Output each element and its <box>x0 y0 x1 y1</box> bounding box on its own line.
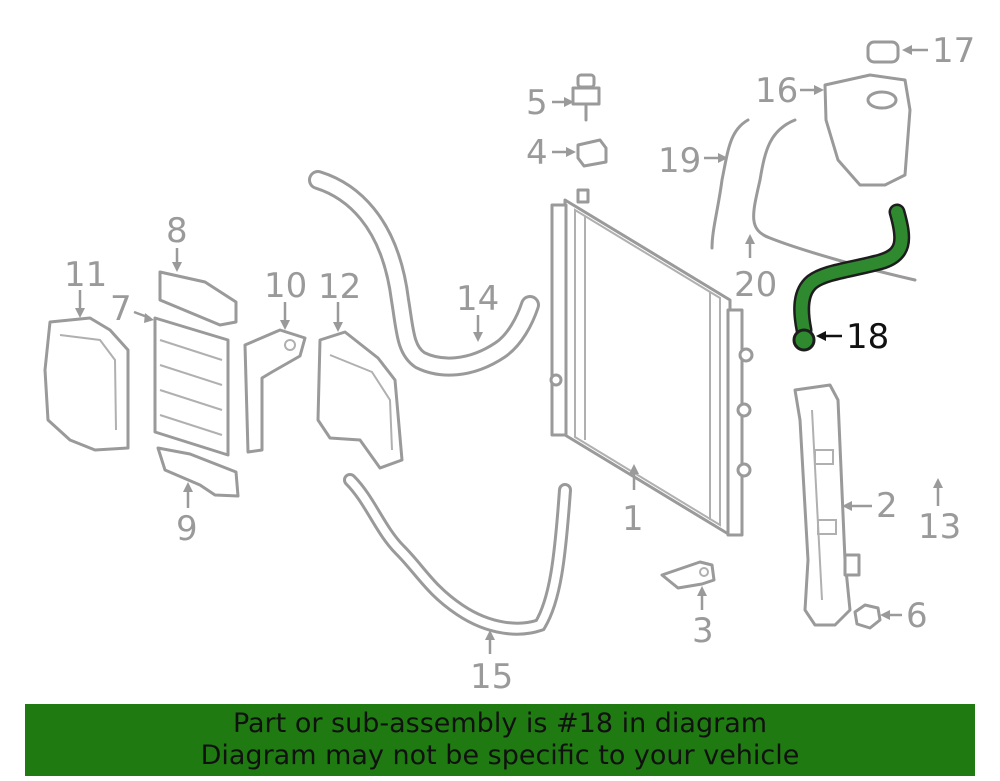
callout-3: 3 <box>692 586 714 651</box>
callout-15: 15 <box>470 630 513 697</box>
callout-7: 7 <box>110 289 154 329</box>
callout-10: 10 <box>264 266 307 330</box>
callout-16-label: 16 <box>755 71 798 111</box>
callout-5: 5 <box>526 83 574 123</box>
callout-1: 1 <box>622 464 644 539</box>
callout-17-label: 17 <box>932 31 975 71</box>
callout-11: 11 <box>64 255 107 318</box>
callout-2-label: 2 <box>876 486 898 526</box>
callout-19: 19 <box>658 141 728 181</box>
part-18-hose-highlighted[interactable] <box>792 203 911 352</box>
part-13-hose[interactable] <box>916 313 953 475</box>
callout-20: 20 <box>734 234 777 305</box>
part-19-line[interactable] <box>710 118 750 250</box>
part-9-bracket[interactable] <box>156 446 240 498</box>
callout-4-label: 4 <box>526 133 548 173</box>
callout-9-label: 9 <box>176 509 198 549</box>
callout-8: 8 <box>166 211 188 272</box>
part-17-cap[interactable] <box>866 40 900 64</box>
part-5-fastener[interactable] <box>571 73 601 122</box>
callout-2: 2 <box>842 486 898 526</box>
callout-10-label: 10 <box>264 266 307 306</box>
callout-6-label: 6 <box>906 596 928 636</box>
callout-1-label: 1 <box>622 499 644 539</box>
callout-3-label: 3 <box>692 611 714 651</box>
part-8-cover[interactable] <box>158 270 238 327</box>
part-15-pipe[interactable] <box>343 473 572 636</box>
part-7-cooler[interactable] <box>153 316 230 457</box>
callout-13: 13 <box>918 478 961 547</box>
callout-4: 4 <box>526 133 576 173</box>
part-1-radiator[interactable] <box>549 188 754 537</box>
callout-16: 16 <box>755 71 824 111</box>
callout-13-label: 13 <box>918 507 961 547</box>
callout-11-label: 11 <box>64 255 107 295</box>
part-6-nut[interactable] <box>853 603 882 630</box>
part-16-expansion-tank[interactable] <box>823 73 912 187</box>
banner-line-2: Diagram may not be specific to your vehi… <box>200 740 800 771</box>
part-12-shroud[interactable] <box>316 330 404 470</box>
parts-diagram: 1 2 3 4 5 6 7 8 9 10 <box>43 31 975 697</box>
part-14-hose[interactable] <box>308 170 540 377</box>
callout-7-label: 7 <box>110 289 132 329</box>
part-10-bracket[interactable] <box>243 328 307 454</box>
info-banner: Part or sub-assembly is #18 in diagram D… <box>25 704 975 776</box>
callout-14-label: 14 <box>456 279 499 319</box>
part-11-air-duct[interactable] <box>43 316 130 452</box>
callout-9: 9 <box>176 482 198 549</box>
callout-15-label: 15 <box>470 657 513 697</box>
banner-line-1: Part or sub-assembly is #18 in diagram <box>232 708 768 739</box>
callout-18: 18 <box>816 317 889 357</box>
callout-6: 6 <box>880 596 928 636</box>
callout-14: 14 <box>456 279 499 342</box>
callout-12-label: 12 <box>318 267 361 307</box>
callout-19-label: 19 <box>658 141 701 181</box>
callout-17: 17 <box>902 31 975 71</box>
part-3-bracket[interactable] <box>660 560 716 590</box>
part-4-clip[interactable] <box>576 138 608 168</box>
callout-8-label: 8 <box>166 211 188 251</box>
part-2-side-bracket[interactable] <box>793 383 861 627</box>
callout-20-label: 20 <box>734 265 777 305</box>
callout-18-label: 18 <box>846 317 889 357</box>
callout-12: 12 <box>318 267 361 332</box>
callout-5-label: 5 <box>526 83 548 123</box>
